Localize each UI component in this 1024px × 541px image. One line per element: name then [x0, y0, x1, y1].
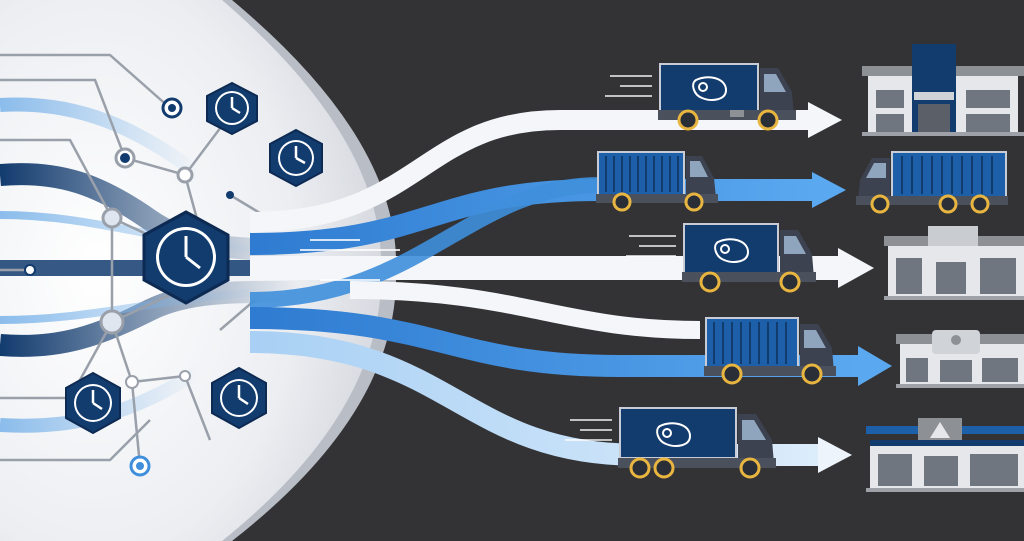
clock-icon: [206, 81, 258, 136]
delivery-truck: [605, 63, 796, 131]
steak-icon: [714, 238, 750, 263]
panel-streaks: [0, 97, 301, 433]
arrow-head-3: [838, 248, 874, 288]
clock-icon: [211, 366, 267, 430]
store-icon: [896, 330, 1024, 388]
arrow-head-1: [808, 102, 842, 138]
flow-arrowheads: [808, 102, 892, 473]
circuit-nodes: [24, 97, 234, 477]
store-icon: [862, 44, 1024, 136]
arrow-head-2: [812, 172, 846, 208]
steak-icon: [692, 76, 728, 101]
delivery-truck: [704, 317, 836, 385]
steak-icon: [656, 422, 692, 447]
delivery-truck: [565, 407, 776, 479]
clock-icon: [65, 371, 121, 435]
delivery-truck: [596, 151, 718, 212]
arrow-head-5: [818, 437, 852, 473]
delivery-truck: [626, 223, 816, 293]
clock-icon: [142, 210, 230, 305]
speed-lines: [300, 239, 400, 281]
store-icon: [866, 418, 1024, 492]
truck-icon: [856, 151, 1008, 214]
arrow-head-4: [858, 346, 892, 386]
clock-icon: [269, 128, 323, 188]
store-icon: [884, 226, 1024, 300]
